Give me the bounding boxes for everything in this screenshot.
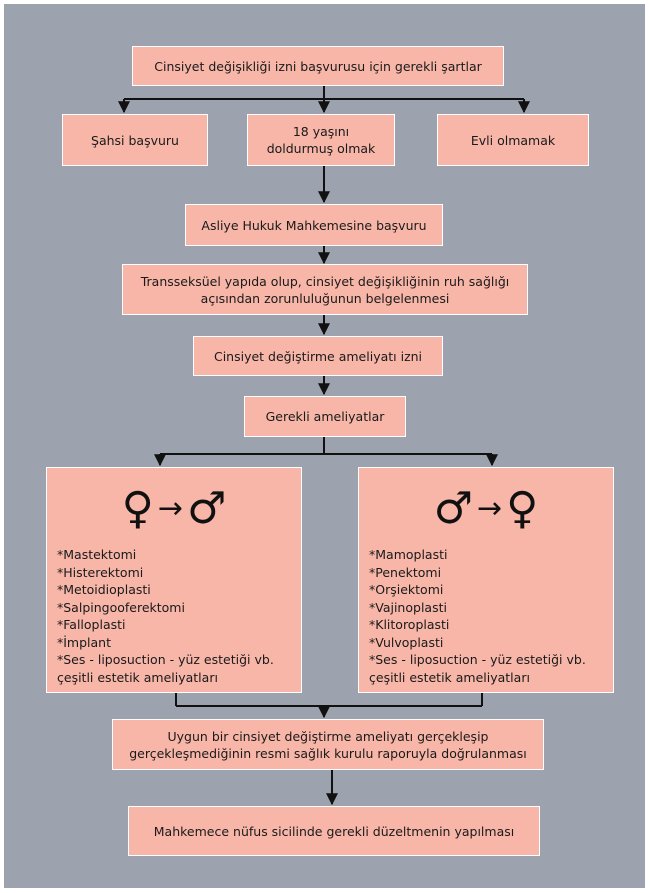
- surgery-permission-text: Cinsiyet değiştirme ameliyatı izni: [213, 348, 423, 364]
- female-symbol-icon: ♀: [121, 483, 154, 534]
- surgery-item: *Vulvoplasti: [369, 634, 444, 650]
- surgery-item: *Salpingooferektomi: [57, 599, 185, 615]
- surgery-item: *İmplant: [57, 634, 112, 650]
- personal-application-text: Şahsi başvuru: [91, 132, 179, 148]
- male-symbol-icon: ♂: [186, 483, 227, 534]
- court-application-box: Asliye Hukuk Mahkemesine başvuru: [185, 204, 443, 246]
- required-surgeries-text: Gerekli ameliyatlar: [265, 409, 385, 424]
- requirements-box: Cinsiyet değişikliği izni başvurusu için…: [132, 46, 504, 86]
- requirements-text: Cinsiyet değişikliği izni başvurusu için…: [154, 58, 482, 74]
- registry-correction-box: Mahkemece nüfus sicilinde gerekli düzelt…: [128, 806, 540, 856]
- transsexual-documentation-box: Transseksüel yapıda olup, cinsiyet değiş…: [122, 264, 528, 315]
- male-to-female-box: ♂ → ♀ *Mamoplasti *Penektomi *Orşiektomi *V…: [358, 467, 614, 693]
- health-board-report-text: Uygun bir cinsiyet değiştirme ameliyatı …: [129, 728, 527, 761]
- surgery-item: *Vajinoplasti: [369, 599, 447, 615]
- surgery-permission-box: Cinsiyet değiştirme ameliyatı izni: [193, 336, 443, 376]
- surgery-item: *Klitoroplasti: [369, 617, 450, 632]
- personal-application-box: Şahsi başvuru: [62, 114, 208, 166]
- court-application-text: Asliye Hukuk Mahkemesine başvuru: [201, 217, 427, 233]
- health-board-report-box: Uygun bir cinsiyet değiştirme ameliyatı …: [112, 719, 544, 770]
- flowchart-canvas: Cinsiyet değişikliği izni başvurusu için…: [4, 4, 645, 888]
- surgery-item: *Histerektomi: [57, 564, 144, 580]
- registry-correction-text: Mahkemece nüfus sicilinde gerekli düzelt…: [153, 823, 515, 839]
- female-to-male-surgery-list: *Mastektomi *Histerektomi *Metoidioplasti *…: [57, 546, 291, 686]
- surgery-item: *Orşiektomi: [369, 582, 444, 597]
- male-symbol-icon: ♂: [433, 483, 474, 534]
- male-to-female-symbols: ♂ → ♀: [369, 482, 603, 536]
- female-to-male-symbols: ♀ → ♂: [57, 482, 291, 536]
- surgery-item: *Falloplasti: [57, 617, 126, 632]
- surgery-item: *Ses - liposuction - yüz estetiği vb. çe…: [57, 652, 274, 685]
- not-married-text: Evli olmamak: [470, 132, 556, 148]
- age-18-box: 18 yaşını doldurmuş olmak: [247, 114, 395, 166]
- not-married-box: Evli olmamak: [437, 114, 589, 166]
- surgery-item: *Mastektomi: [57, 547, 137, 562]
- required-surgeries-box: Gerekli ameliyatlar: [244, 396, 406, 437]
- female-symbol-icon: ♀: [506, 483, 539, 534]
- right-arrow-icon: →: [157, 491, 183, 526]
- male-to-female-surgery-list: *Mamoplasti *Penektomi *Orşiektomi *Vajinop…: [369, 546, 603, 686]
- connector-lines: [118, 86, 530, 806]
- right-arrow-icon: →: [477, 491, 503, 526]
- surgery-item: *Metoidioplasti: [57, 582, 151, 597]
- age-18-text: 18 yaşını doldurmuş olmak: [266, 124, 376, 156]
- female-to-male-box: ♀ → ♂ *Mastektomi *Histerektomi *Metoidiop…: [46, 467, 302, 693]
- surgery-item: *Mamoplasti: [369, 547, 448, 562]
- surgery-item: *Ses - liposuction - yüz estetiği vb. çe…: [369, 652, 586, 685]
- surgery-item: *Penektomi: [369, 564, 442, 580]
- transsexual-documentation-text: Transseksüel yapıda olup, cinsiyet değiş…: [140, 273, 510, 306]
